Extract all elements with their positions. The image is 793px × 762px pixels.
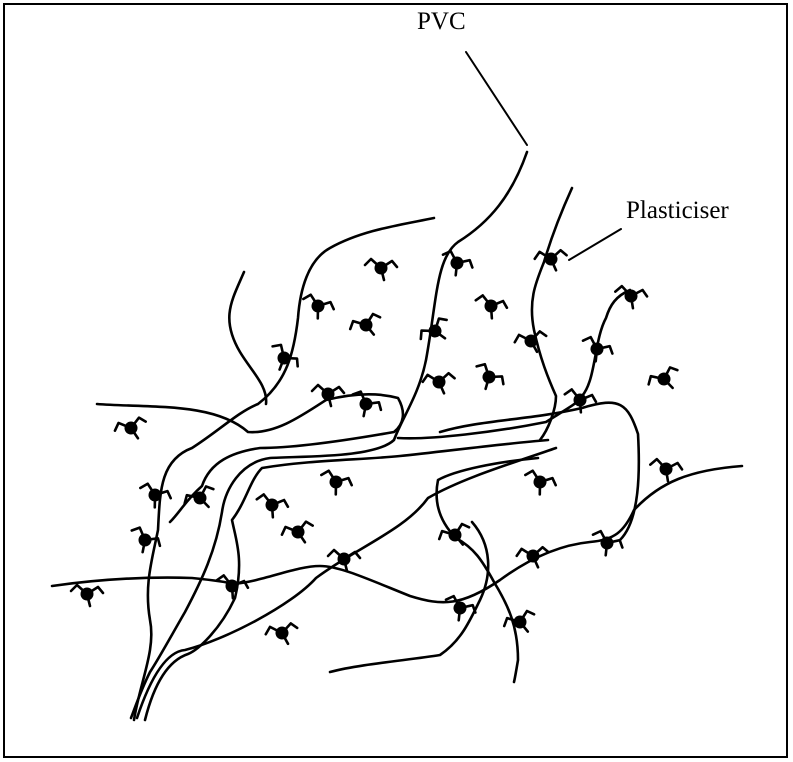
plasticiser-head <box>480 368 498 386</box>
plasticiser-molecule <box>578 335 615 366</box>
plasticiser-molecule <box>317 469 353 498</box>
pvc-leader-line <box>466 52 527 145</box>
plasticiser-molecule <box>214 574 249 600</box>
plasticiser-head <box>322 388 335 401</box>
pvc-chains <box>52 152 742 720</box>
plasticiser-molecule <box>71 585 103 606</box>
pvc-chain <box>229 272 266 404</box>
plasticiser-molecule <box>441 594 478 625</box>
plasticiser-head <box>338 553 351 566</box>
plasticiser-molecule <box>646 363 684 397</box>
plasticiser-head <box>532 474 548 490</box>
plasticiser-molecule <box>365 259 397 280</box>
plasticiser-molecule <box>254 493 289 519</box>
plasticiser-label: Plasticiser <box>626 197 729 224</box>
plasticiser-head <box>310 298 326 314</box>
plasticiser-molecule <box>264 341 302 377</box>
plasticiser-molecule <box>521 469 557 498</box>
plasticiser-molecule <box>299 293 335 322</box>
plasticiser-molecule <box>588 529 625 560</box>
plasticiser-molecule <box>422 370 457 396</box>
pvc-chain <box>532 188 572 440</box>
plasticiser-molecule <box>473 294 508 320</box>
plasticiser-molecule <box>534 247 569 273</box>
pvc-chain <box>134 218 434 720</box>
plasticiser-molecule <box>312 385 344 406</box>
plasticiser-molecule <box>348 310 386 343</box>
plasticiser-molecule <box>136 482 172 511</box>
plasticiser-molecule <box>469 361 507 395</box>
plasticiser-molecule <box>502 607 540 640</box>
plasticiser-head <box>357 395 374 412</box>
pvc-label: PVC <box>417 8 466 35</box>
plasticiser-head <box>81 588 94 601</box>
plasticiser-molecule <box>417 314 455 351</box>
plasticiser-molecule <box>264 620 300 649</box>
plasticiser-head <box>375 262 388 275</box>
plasticiser-molecule <box>280 518 317 549</box>
plasticiser-head <box>275 349 293 367</box>
plasticiser-head <box>589 341 606 358</box>
plasticiser-head <box>136 531 153 548</box>
plasticiser-head <box>449 255 466 272</box>
plasticiser-molecule <box>513 328 549 357</box>
plasticiser-leader-line <box>569 229 621 260</box>
plasticiser-head <box>328 474 344 490</box>
plasticiser-molecule <box>113 414 150 445</box>
